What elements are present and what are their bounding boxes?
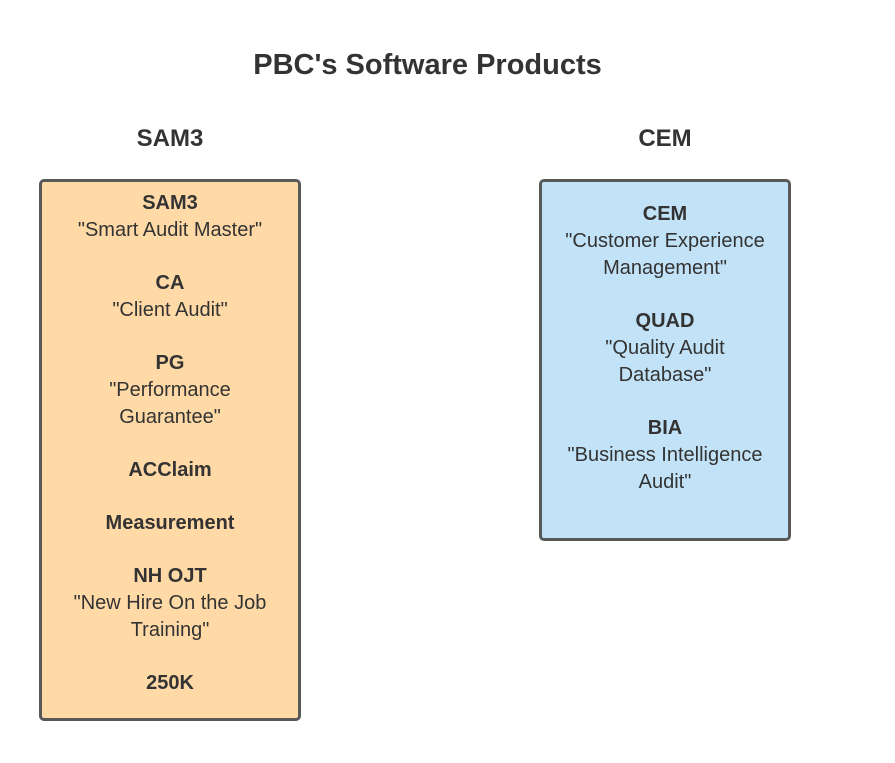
product-cem: CEM "Customer Experience Management"	[546, 201, 784, 282]
product-code: 250K	[146, 672, 194, 694]
product-code: QUAD	[635, 310, 695, 332]
product-measurement: Measurement	[46, 510, 294, 537]
product-sam3: SAM3 "Smart Audit Master"	[46, 190, 294, 244]
product-250k: 250K	[46, 670, 294, 697]
product-code: Measurement	[105, 512, 235, 534]
page-title: PBC's Software Products	[253, 49, 602, 81]
product-code: CEM	[642, 203, 688, 225]
product-description: "Smart Audit Master"	[77, 219, 263, 241]
product-code: PG	[155, 352, 185, 374]
product-description: "Customer Experience Management"	[565, 230, 765, 279]
product-code: SAM3	[142, 192, 198, 214]
cem-column-heading: CEM	[638, 125, 692, 152]
product-acclaim: ACClaim	[46, 457, 294, 484]
product-description: "Performance Guarantee"	[109, 379, 231, 428]
sam3-product-box: SAM3 "Smart Audit Master" CA "Client Aud…	[39, 179, 301, 721]
product-code: NH OJT	[133, 565, 207, 587]
product-description: "Business Intelligence Audit"	[567, 444, 763, 493]
product-pg: PG "Performance Guarantee"	[46, 350, 294, 431]
product-description: "New Hire On the Job Training"	[73, 592, 267, 641]
sam3-column-heading: SAM3	[136, 125, 204, 152]
product-quad: QUAD "Quality Audit Database"	[546, 308, 784, 389]
product-bia: BIA "Business Intelligence Audit"	[546, 415, 784, 496]
product-description: "Quality Audit Database"	[605, 337, 725, 386]
product-ca: CA "Client Audit"	[46, 270, 294, 324]
product-description: "Client Audit"	[112, 299, 228, 321]
product-code: ACClaim	[128, 459, 212, 481]
cem-product-box: CEM "Customer Experience Management" QUA…	[539, 179, 791, 541]
product-nh-ojt: NH OJT "New Hire On the Job Training"	[46, 563, 294, 644]
product-code: CA	[155, 272, 185, 294]
product-code: BIA	[647, 417, 683, 439]
